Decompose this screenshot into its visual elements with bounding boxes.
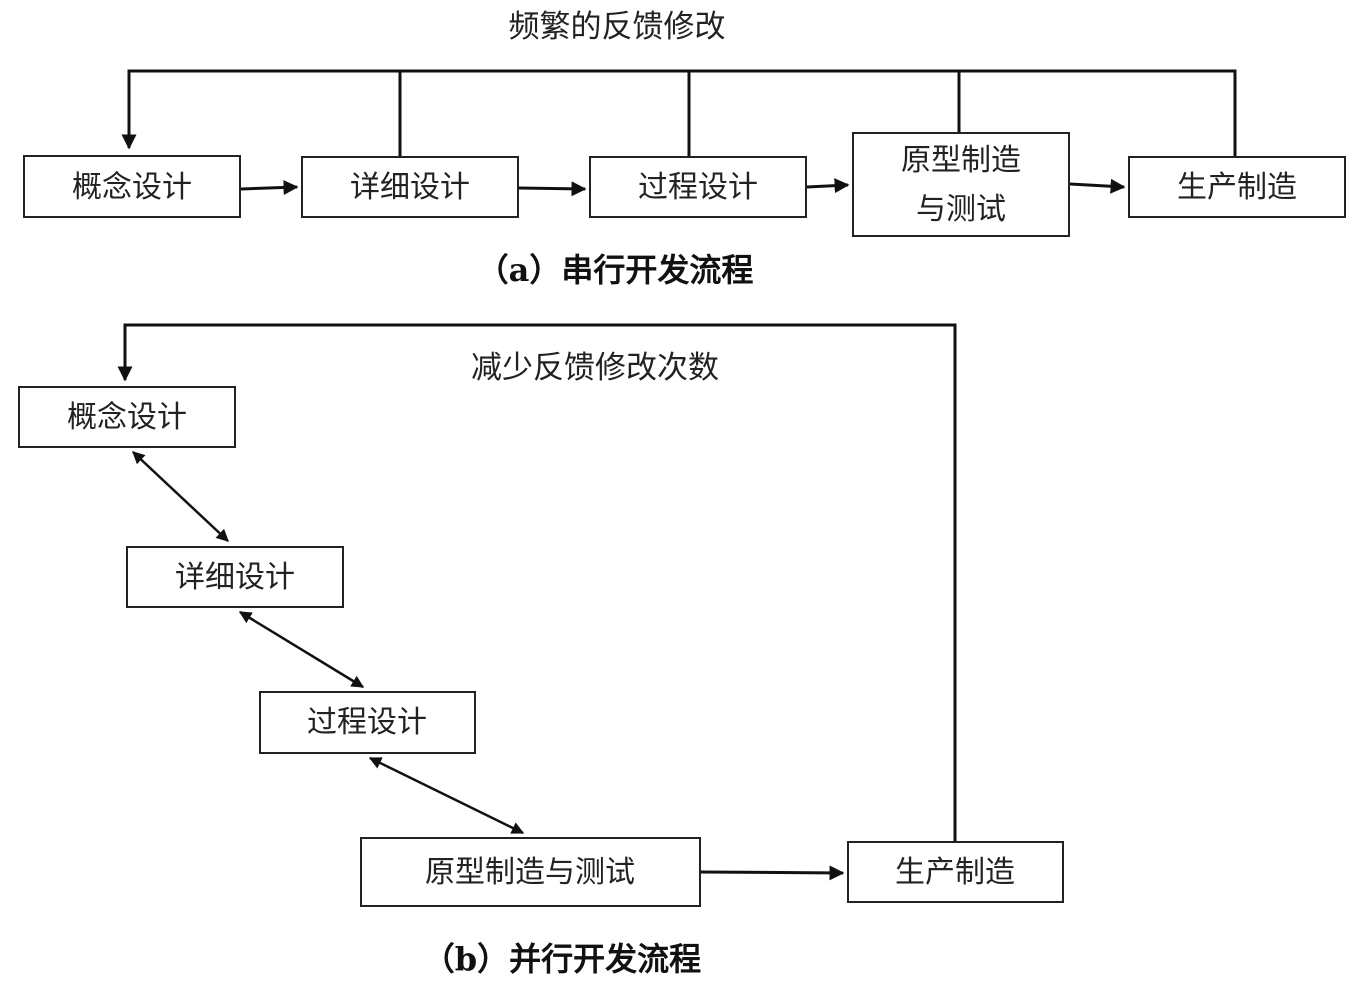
node-production-a: 生产制造	[1128, 156, 1346, 218]
node-label: 详细设计	[350, 170, 470, 205]
node-concept-a: 概念设计	[23, 155, 241, 218]
node-label: 概念设计	[72, 170, 192, 205]
node-box	[301, 156, 519, 218]
node-prototype-a: 原型制造 与测试	[852, 132, 1070, 237]
node-prototype-b: 原型制造与测试	[360, 837, 701, 907]
node-box	[360, 837, 701, 907]
node-production-b: 生产制造	[847, 841, 1064, 903]
arrow-concept-to-detail	[240, 179, 299, 195]
caption-parallel: （b）并行开发流程	[423, 940, 701, 978]
caption-serial: （a）串行开发流程	[477, 251, 754, 289]
node-process-a: 过程设计	[589, 156, 807, 218]
node-box	[259, 691, 476, 754]
node-box	[1128, 156, 1346, 218]
node-label: 生产制造	[895, 855, 1015, 890]
node-label-line2: 与测试	[916, 192, 1006, 227]
node-detail-b: 详细设计	[126, 546, 344, 608]
node-label: 过程设计	[638, 170, 758, 205]
feedback-arrow-production-to-concept	[117, 323, 957, 842]
arrow-detail-to-process	[518, 181, 587, 197]
node-detail-a: 详细设计	[301, 156, 519, 218]
feedback-arrow-to-concept	[121, 69, 1237, 157]
node-label: 生产制造	[1177, 170, 1297, 205]
node-box	[18, 386, 236, 448]
arrow-prototype-to-production	[1069, 178, 1126, 194]
node-box	[589, 156, 807, 218]
node-label: 原型制造与测试	[425, 855, 635, 890]
node-box	[23, 155, 241, 218]
frequent-feedback-label: 频繁的反馈修改	[509, 9, 726, 45]
node-box	[852, 132, 1070, 237]
bidir-arrow-concept-detail	[132, 451, 229, 542]
reduced-feedback-label: 减少反馈修改次数	[471, 350, 719, 386]
node-label: 过程设计	[307, 705, 427, 740]
bidir-arrow-detail-process	[238, 610, 365, 689]
arrow-process-to-prototype	[806, 178, 850, 194]
arrow-prototype-to-production-b	[700, 865, 845, 881]
serial-process-section: 频繁的反馈修改 概念设计 详细设计 过程设计 原型制造 与测试 生产	[23, 9, 1346, 289]
node-label: 概念设计	[67, 400, 187, 435]
bidir-arrow-process-prototype	[368, 756, 525, 835]
feedback-loop-a	[121, 69, 1237, 157]
parallel-process-section: 减少反馈修改次数 概念设计 详细设计 过程设计 原型制造与测试 生产制造 （b）…	[18, 323, 1064, 978]
node-box	[126, 546, 344, 608]
node-box	[847, 841, 1064, 903]
node-process-b: 过程设计	[259, 691, 476, 754]
node-concept-b: 概念设计	[18, 386, 236, 448]
node-label-line1: 原型制造	[901, 143, 1021, 178]
node-label: 详细设计	[175, 560, 295, 595]
